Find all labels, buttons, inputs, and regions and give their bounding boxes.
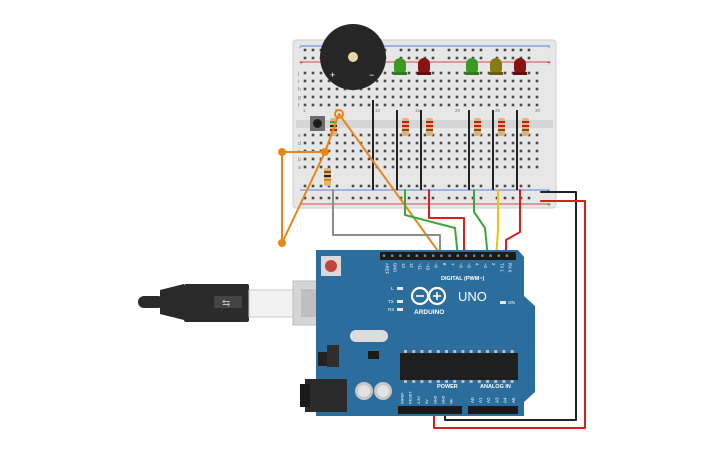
power-pin-label: IOREF <box>401 392 405 404</box>
led-red-1[interactable] <box>417 58 431 75</box>
wire-green-2[interactable] <box>473 189 489 259</box>
buzzer-minus-label: − <box>369 70 374 80</box>
wire-red-5v[interactable] <box>433 200 586 429</box>
analog-pin-label: A4 <box>503 397 508 403</box>
wire-gray[interactable] <box>332 189 441 259</box>
led-rx-label: RX <box>388 307 394 312</box>
board-brand: ARDUINO <box>414 309 444 316</box>
led-l-label: L <box>391 286 394 291</box>
digital-pin-label: 2 <box>491 263 496 266</box>
led-red-2[interactable] <box>513 58 527 75</box>
led-tx-label: TX <box>388 299 394 304</box>
power-header-label: POWER <box>437 384 458 390</box>
column-number: 25 <box>495 108 501 113</box>
power-pin-label: GND <box>442 395 446 404</box>
analog-pin-label: A0 <box>470 397 475 403</box>
column-number: 15 <box>415 108 421 113</box>
row-letter: d <box>298 141 301 147</box>
row-letter: i <box>298 79 299 85</box>
digital-pin-label: ~5 <box>467 263 472 268</box>
digital-pin-label: GND <box>393 263 398 272</box>
led-green-2[interactable] <box>465 58 479 75</box>
rail-plus-label-top: + <box>299 60 303 67</box>
column-number: 10 <box>375 108 381 113</box>
analog-pin-label: A5 <box>511 397 516 403</box>
led-yellow[interactable] <box>489 58 503 75</box>
board-name: UNO <box>458 289 487 304</box>
row-letter: b <box>298 157 301 163</box>
digital-pin-label: ~11 <box>417 263 422 270</box>
led-green-1[interactable] <box>393 58 407 75</box>
power-header <box>398 406 462 414</box>
row-letter: e <box>298 133 301 139</box>
wire-green-1[interactable] <box>404 189 459 259</box>
digital-pin-label: 8 <box>442 263 447 266</box>
digital-pin-label: 12 <box>409 263 414 268</box>
push-button[interactable] <box>310 116 325 131</box>
power-pin-label: RESET <box>409 391 413 404</box>
row-letter: f <box>298 103 300 109</box>
usb-cable[interactable]: ⇆ <box>138 280 346 326</box>
chip-pins <box>404 350 514 383</box>
power-pin-label: Vin <box>450 399 454 404</box>
wires[interactable] <box>281 113 586 429</box>
analog-pin-label: A2 <box>486 397 491 403</box>
wire-orange-1[interactable] <box>281 151 326 244</box>
crystal <box>350 330 388 342</box>
rail-minus-label-top-right: - <box>548 45 551 52</box>
power-pin-label: GND <box>433 395 437 404</box>
digital-pin-label: RX 0 <box>508 263 513 273</box>
digital-pin-label: TX 1 <box>499 263 504 273</box>
analog-pin-label: A1 <box>478 397 483 403</box>
digital-pin-label: 7 <box>450 263 455 266</box>
row-letter: a <box>298 165 301 171</box>
breadboard-jumpers <box>372 100 518 190</box>
resistor-7[interactable] <box>324 168 331 186</box>
power-pin-label: 5V <box>425 399 429 404</box>
row-letter: h <box>298 87 301 93</box>
digital-pin-label: AREF <box>385 263 390 275</box>
row-letter: g <box>298 95 301 101</box>
row-letter: j <box>297 71 299 77</box>
resistor-1[interactable] <box>402 118 409 136</box>
resistor-4[interactable] <box>498 118 505 136</box>
digital-pin-label: ~10 <box>426 263 431 271</box>
resistor-2[interactable] <box>426 118 433 136</box>
digital-pin-label: 13 <box>401 263 406 268</box>
digital-header-label: DIGITAL (PWM~) <box>441 276 485 282</box>
resistor-3[interactable] <box>474 118 481 136</box>
digital-pin-label: ~3 <box>483 263 488 268</box>
rail-plus-label-bottom: + <box>547 202 551 209</box>
digital-header <box>380 252 516 260</box>
digital-pin-label: ~6 <box>458 263 463 268</box>
column-number: 20 <box>455 108 461 113</box>
usb-icon: ⇆ <box>222 298 230 309</box>
analog-header <box>468 406 518 414</box>
column-number: 30 <box>535 108 541 113</box>
wire-red-1[interactable] <box>428 189 465 259</box>
buzzer-plus-label: + <box>330 70 335 80</box>
column-number: 1 <box>303 108 306 113</box>
led-on-label: ON <box>508 300 515 305</box>
digital-pin-label: 4 <box>475 263 480 266</box>
wire-red-2[interactable] <box>505 189 521 259</box>
rail-plus-label-top-right: + <box>547 60 551 67</box>
wire-orange-3[interactable] <box>324 113 340 153</box>
wire-yellow[interactable] <box>495 189 499 259</box>
arduino-logo-icon <box>410 286 447 306</box>
resistor-5[interactable] <box>522 118 529 136</box>
digital-pin-label: ~9 <box>434 263 439 268</box>
analog-header-label: ANALOG IN <box>480 384 511 390</box>
analog-pin-label: A3 <box>494 397 499 403</box>
power-pin-label: 3.3V <box>417 396 421 404</box>
rail-minus-label-top: - <box>299 45 302 52</box>
piezo-buzzer[interactable]: + − <box>320 24 386 90</box>
atmega-chip <box>400 353 518 380</box>
power-jack[interactable] <box>305 379 347 412</box>
